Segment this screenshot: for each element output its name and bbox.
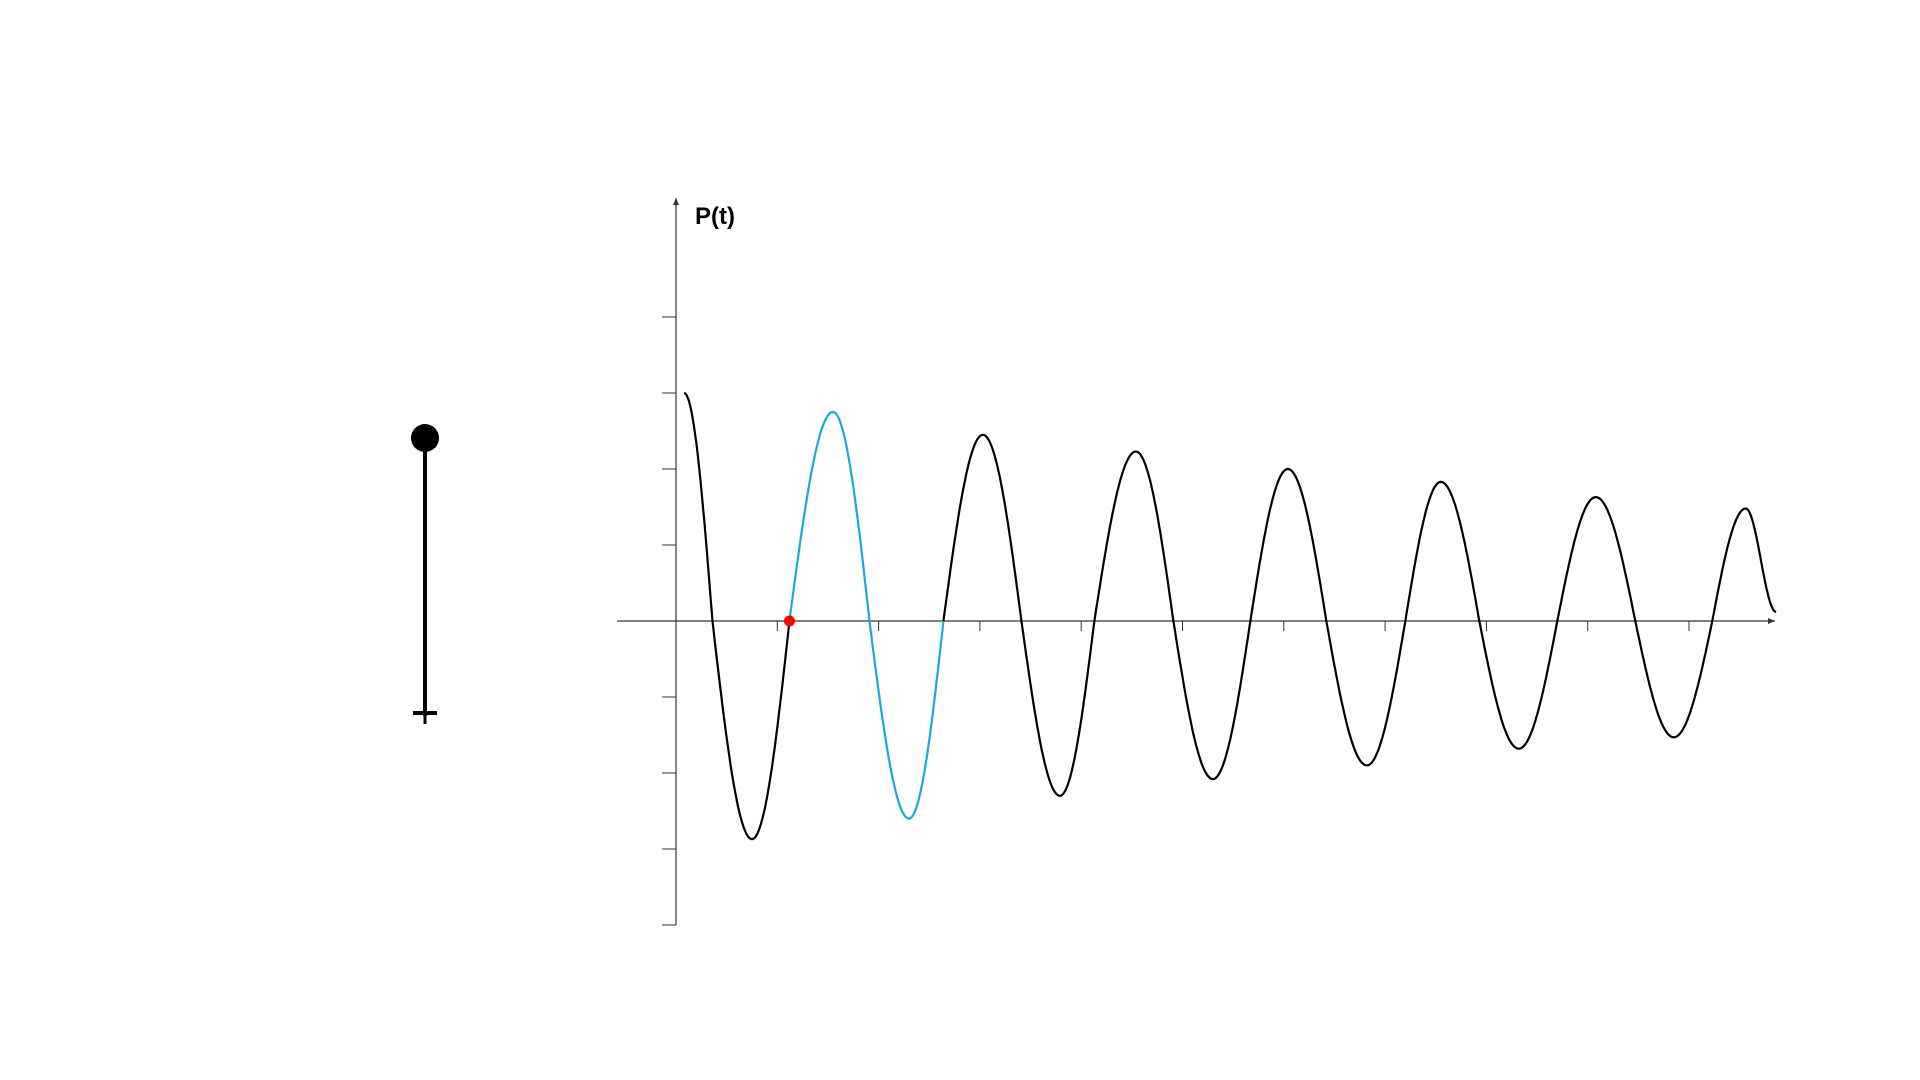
curve <box>683 391 1777 841</box>
y-axis-arrow <box>673 198 679 205</box>
axes <box>617 198 1775 925</box>
series-line-start <box>683 391 791 841</box>
ticks <box>662 316 1690 926</box>
x-axis-arrow <box>1768 618 1775 624</box>
y-axis-label: P(t) <box>695 203 735 230</box>
series-line-rest <box>942 433 1777 797</box>
highlighted-period <box>788 410 945 820</box>
current-point-marker <box>783 615 795 627</box>
pendulum-bob <box>411 424 439 452</box>
pendulum <box>411 424 439 724</box>
